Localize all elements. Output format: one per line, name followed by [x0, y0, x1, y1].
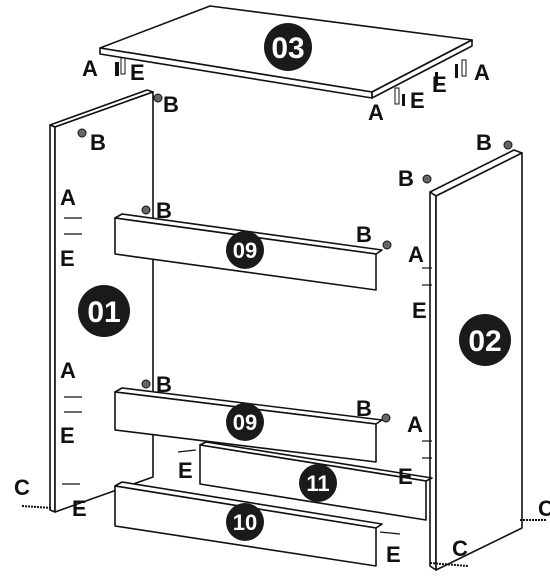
- label-c: C: [538, 496, 550, 521]
- label-c: C: [14, 475, 30, 500]
- dowel-icon: [115, 57, 467, 106]
- label-b: B: [356, 396, 372, 421]
- hardware-labels: A E B B A E E A B B A E B B A E A E B B …: [14, 56, 550, 567]
- label-e: E: [60, 246, 75, 271]
- label-a: A: [408, 242, 424, 267]
- badge-back-rail: 11: [299, 464, 337, 502]
- badge-left-side: 01: [78, 285, 130, 337]
- part-number-top: 03: [271, 32, 304, 65]
- label-e: E: [432, 72, 447, 97]
- label-a: A: [82, 56, 98, 81]
- screw-icon: [21, 505, 546, 567]
- label-b: B: [163, 92, 179, 117]
- label-a: A: [474, 60, 490, 85]
- label-a: A: [60, 358, 76, 383]
- label-e: E: [412, 298, 427, 323]
- label-e: E: [410, 88, 425, 113]
- label-e: E: [72, 496, 87, 521]
- label-a: A: [60, 185, 76, 210]
- label-b: B: [156, 198, 172, 223]
- label-e: E: [178, 458, 193, 483]
- part-number-lower-rail: 09: [233, 410, 257, 435]
- label-b: B: [476, 130, 492, 155]
- part-number-upper-rail: 09: [233, 238, 257, 263]
- label-b: B: [90, 130, 106, 155]
- badge-front-rail: 10: [226, 503, 264, 541]
- badge-right-side: 02: [459, 314, 511, 366]
- label-a: A: [407, 412, 423, 437]
- label-b: B: [156, 372, 172, 397]
- part-number-front-rail: 10: [233, 510, 257, 535]
- badge-top: 03: [264, 23, 312, 71]
- label-e: E: [386, 542, 401, 567]
- part-number-right-side: 02: [468, 325, 501, 358]
- part-number-back-rail: 11: [306, 471, 329, 496]
- badge-lower-rail: 09: [226, 403, 264, 441]
- cam-bolt-icon: [77, 93, 513, 423]
- label-b: B: [356, 222, 372, 247]
- label-b: B: [398, 166, 414, 191]
- label-e: E: [60, 423, 75, 448]
- label-c: C: [452, 536, 468, 561]
- part-number-left-side: 01: [87, 296, 120, 329]
- badge-upper-rail: 09: [226, 231, 264, 269]
- label-e: E: [398, 464, 413, 489]
- label-e: E: [130, 60, 145, 85]
- label-a: A: [368, 100, 384, 125]
- connector-icon: [62, 217, 432, 535]
- hardware-parts: [21, 57, 546, 567]
